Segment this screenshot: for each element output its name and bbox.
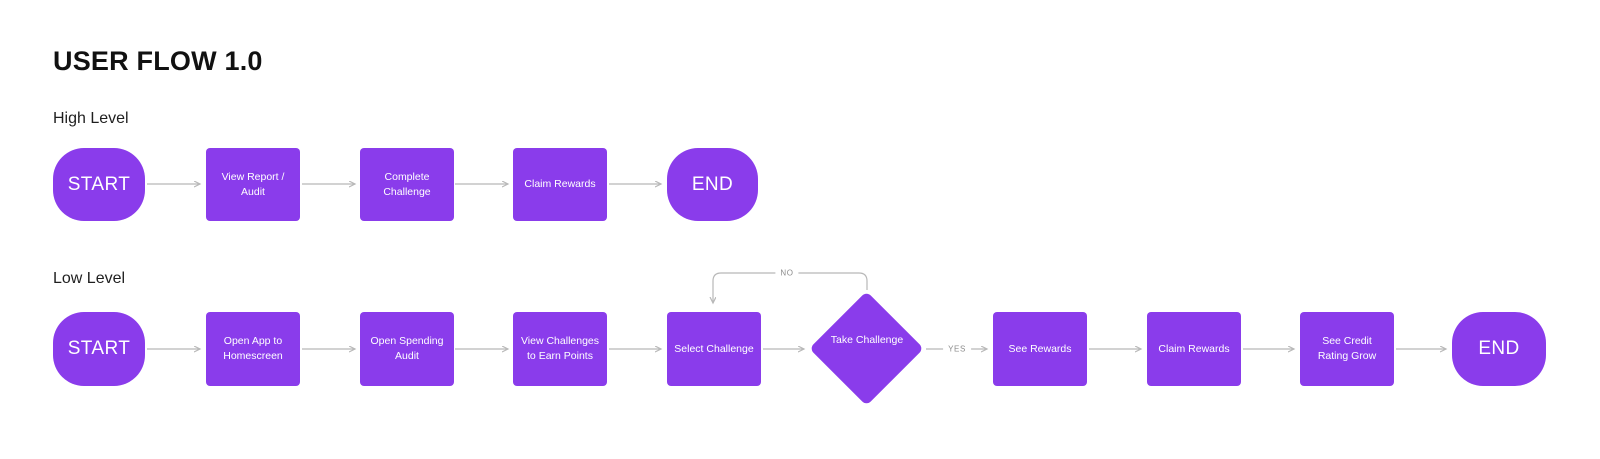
node-label-line: Challenge xyxy=(855,334,904,346)
node-label-line: Rating Grow xyxy=(1317,350,1377,362)
node-label-line: Open Spending xyxy=(370,335,444,347)
node-high-claim-rewards: Claim Rewards xyxy=(513,148,607,221)
node-label-line: See Credit xyxy=(1322,335,1372,347)
node-label: END xyxy=(691,173,734,195)
node-high-complete-challenge: Complete Challenge xyxy=(360,148,454,221)
node-label-line: Homescreen xyxy=(223,350,283,362)
node-label-line: Open App to xyxy=(223,335,283,347)
node-low-open-app-homescreen: Open App to Homescreen xyxy=(206,312,300,386)
node-label-line: Select Challenge xyxy=(674,342,754,355)
branch-label-yes: YES xyxy=(943,344,971,354)
node-low-start: START xyxy=(53,312,145,386)
node-low-select-challenge: Select Challenge xyxy=(667,312,761,386)
node-label: END xyxy=(1478,338,1520,359)
node-low-end: END xyxy=(1452,312,1546,386)
section-label-low-level: Low Level xyxy=(53,270,126,287)
node-low-view-challenges: View Challenges to Earn Points xyxy=(513,312,607,386)
node-label-line: Claim Rewards xyxy=(524,178,596,190)
node-label-line: Challenge xyxy=(383,185,431,198)
node-low-take-challenge-label: Take Challenge xyxy=(827,333,907,348)
page-title: USER FLOW 1.0 xyxy=(53,46,263,76)
node-label-line: Claim Rewards xyxy=(1158,342,1230,355)
node-low-see-credit-rating-grow: See Credit Rating Grow xyxy=(1300,312,1394,386)
node-low-see-rewards: See Rewards xyxy=(993,312,1087,386)
node-label-line: View Challenges xyxy=(520,335,600,347)
node-label-line: View Report / xyxy=(221,170,285,183)
node-label: START xyxy=(67,338,131,359)
node-high-start: START xyxy=(53,148,145,221)
node-low-open-spending-audit: Open Spending Audit xyxy=(360,312,454,386)
node-label: START xyxy=(67,173,131,195)
node-high-view-report-audit: View Report / Audit xyxy=(206,148,300,221)
node-label-line: to Earn Points xyxy=(527,350,593,362)
node-label-line: Audit xyxy=(395,350,419,362)
node-label-line: Take xyxy=(830,334,853,346)
section-label-high-level: High Level xyxy=(53,110,129,127)
node-low-take-challenge-decision xyxy=(809,291,924,406)
branch-label-no: NO xyxy=(775,268,799,278)
node-label-line: Complete xyxy=(384,170,430,183)
node-label-line: See Rewards xyxy=(1008,342,1072,355)
node-low-claim-rewards: Claim Rewards xyxy=(1147,312,1241,386)
connector-low-take-to-select-no-loop xyxy=(713,272,868,303)
node-high-end: END xyxy=(667,148,758,221)
node-label-line: Audit xyxy=(241,185,265,198)
